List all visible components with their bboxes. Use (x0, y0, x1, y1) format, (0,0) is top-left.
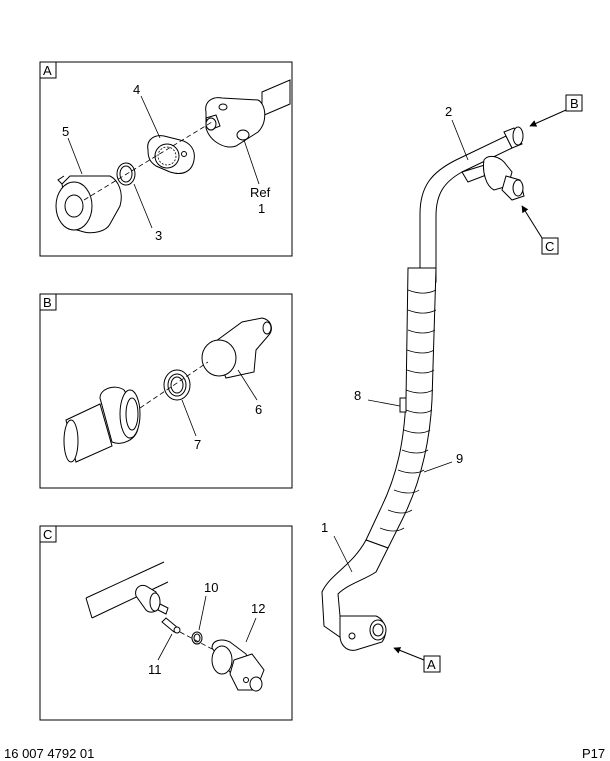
callout-2: 2 (445, 104, 452, 119)
panel-b-tag: B (43, 295, 52, 310)
tube-end-drawing (205, 79, 291, 148)
leader-3 (133, 183, 153, 229)
tube-c-drawing (85, 561, 169, 619)
panel-a-axis-line (83, 121, 213, 201)
leader-1 (333, 535, 353, 573)
leader-2 (451, 119, 469, 161)
leader-7 (181, 399, 197, 437)
panel-b-axis-line (139, 361, 209, 409)
detail-panel-b: B 7 6 (39, 293, 293, 489)
view-a-tag: A (427, 657, 436, 672)
leader-10 (198, 595, 207, 631)
footer-page-code: P17 (582, 746, 605, 761)
hose-assembly-drawing: 2 8 9 1 B C A (321, 94, 583, 673)
callout-ref: Ref (250, 185, 271, 200)
footer-drawing-number: 16 007 4792 01 (4, 746, 94, 761)
panel-c-frame (39, 525, 293, 721)
callout-6: 6 (255, 402, 262, 417)
panel-b-tag-box (39, 293, 57, 311)
leader-5 (67, 137, 83, 175)
leader-11 (157, 633, 173, 661)
panel-a-tag: A (43, 63, 52, 78)
callout-1: 1 (321, 520, 328, 535)
leader-4 (140, 95, 161, 139)
leader-ref (243, 139, 260, 185)
view-b-tag: B (570, 96, 579, 111)
view-c-box (541, 237, 559, 255)
hose-label-8 (399, 397, 407, 413)
callout-3: 3 (155, 228, 162, 243)
cap-5-drawing (55, 175, 122, 234)
leader-8 (367, 399, 401, 407)
callout-12: 12 (251, 601, 265, 616)
view-c-tag: C (545, 239, 554, 254)
panel-c-tag: C (43, 527, 52, 542)
hose-wrap-bands (379, 289, 437, 532)
panel-a-frame (39, 61, 293, 257)
switch-11-drawing (161, 617, 181, 634)
callout-5: 5 (62, 124, 69, 139)
panel-c-axis-line (179, 631, 215, 651)
callout-7: 7 (194, 437, 201, 452)
view-b-box (565, 94, 583, 112)
view-a-arrow (393, 647, 425, 661)
view-b-arrow (529, 109, 567, 127)
panel-a-tag-box (39, 61, 57, 79)
view-a-box (423, 655, 441, 673)
callout-10: 10 (204, 580, 218, 595)
panel-c-tag-box (39, 525, 57, 543)
callout-ref-number: 1 (258, 201, 265, 216)
cap-6-drawing (201, 317, 272, 379)
detail-panel-c: C 10 (39, 525, 293, 721)
leader-6 (237, 369, 258, 401)
o-ring-7-drawing (163, 369, 191, 401)
leader-12 (245, 617, 257, 643)
callout-11: 11 (148, 662, 162, 677)
tube-fitting-drawing (63, 386, 141, 463)
detail-panel-a: A (39, 61, 293, 257)
callout-8: 8 (354, 388, 361, 403)
panel-b-frame (39, 293, 293, 489)
connector-12-drawing (211, 639, 265, 692)
callout-4: 4 (133, 82, 140, 97)
gasket-4-drawing (147, 135, 195, 174)
callout-9: 9 (456, 451, 463, 466)
view-c-arrow (521, 205, 543, 239)
leader-9 (423, 461, 453, 473)
o-ring-10-drawing (191, 631, 203, 645)
